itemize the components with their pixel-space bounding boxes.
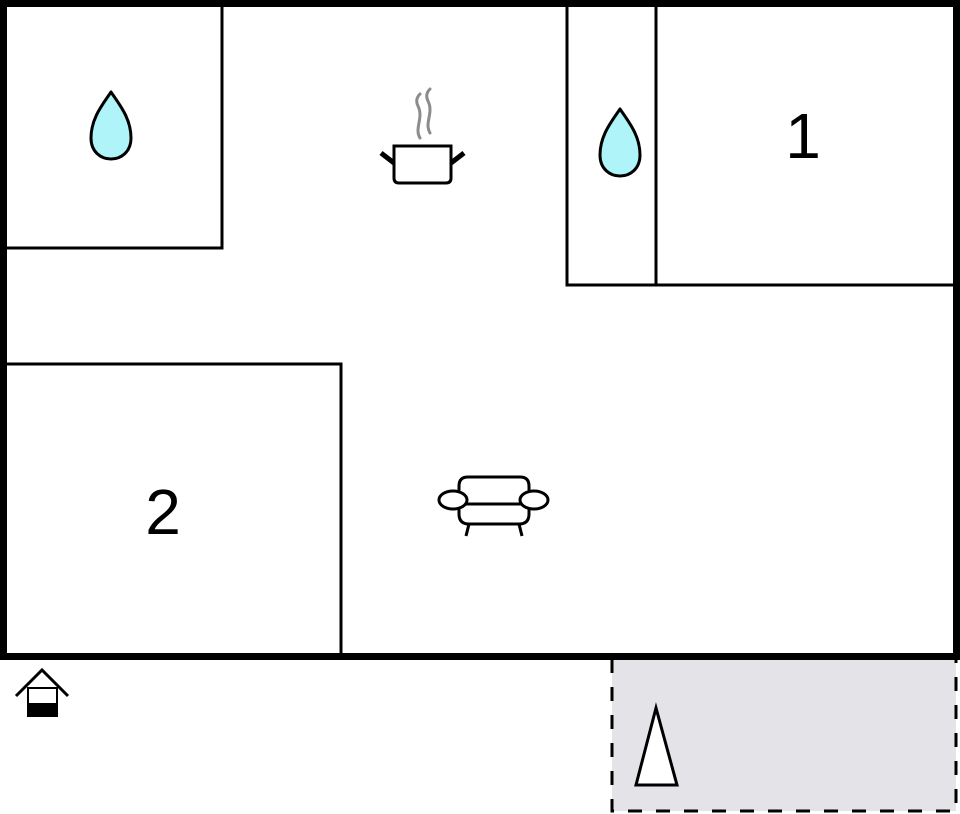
water-drop-icon bbox=[89, 90, 133, 161]
bedroom-2-walls bbox=[7, 362, 343, 653]
parasol-icon bbox=[634, 702, 679, 787]
bedroom-2-label: 2 bbox=[145, 476, 181, 548]
sofa-icon bbox=[437, 475, 550, 537]
cooking-pot-icon bbox=[379, 87, 466, 185]
outer-wall bbox=[0, 0, 960, 660]
bathroom-2-walls bbox=[565, 7, 953, 287]
water-drop-icon bbox=[598, 107, 642, 178]
bathroom-1-walls bbox=[7, 7, 224, 250]
entrance-house-icon bbox=[14, 667, 70, 717]
bedroom-1-label: 1 bbox=[785, 100, 821, 172]
